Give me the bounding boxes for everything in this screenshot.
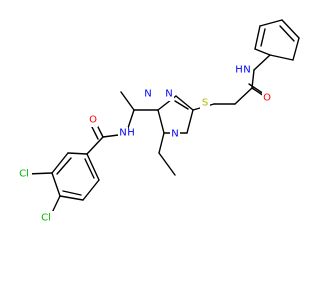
bond — [279, 25, 295, 42]
atom-label-cl2: Cl — [41, 213, 51, 224]
bond — [82, 179, 100, 201]
bond-layer — [26, 19, 300, 218]
bond — [260, 28, 266, 47]
bond — [234, 87, 253, 105]
bond — [174, 100, 189, 110]
bond — [269, 54, 294, 61]
atom-label-n-ring2: N — [165, 89, 172, 100]
bond — [254, 48, 271, 56]
bond — [281, 19, 300, 39]
bond — [86, 153, 100, 181]
bond — [51, 152, 69, 174]
bond — [157, 109, 165, 134]
bond — [158, 152, 176, 176]
bond — [253, 54, 271, 71]
bond — [175, 95, 194, 111]
atom-label-cl1: Cl — [19, 169, 29, 180]
atom-label-n-ring1: N — [144, 89, 151, 100]
atom-label-n-amide1: N — [119, 128, 126, 139]
bond — [51, 172, 61, 197]
atom-label-layer: Cl Cl O N H N N N S O N H — [16, 64, 272, 224]
bond — [86, 136, 104, 155]
bond — [292, 37, 300, 61]
bond — [248, 83, 265, 95]
bond — [84, 158, 95, 179]
bond — [259, 19, 283, 27]
bond — [56, 157, 72, 175]
atom-label-n-amide2: N — [243, 65, 250, 76]
atom-label-n-ring4: N — [171, 129, 178, 140]
atom-label-h-amide2: H — [235, 65, 243, 76]
bond — [158, 132, 165, 154]
atom-label-s1: S — [202, 98, 208, 109]
atom-label-h-amide1: H — [127, 128, 135, 139]
bond — [251, 69, 255, 89]
atom-label-o1: O — [89, 115, 97, 126]
bond — [120, 91, 135, 111]
bond — [186, 109, 194, 134]
bond — [59, 195, 84, 201]
bond — [254, 25, 261, 50]
bond — [62, 190, 82, 196]
molecule-structure: Cl Cl O N H N N N S O N H — [16, 19, 300, 224]
atom-label-o2: O — [263, 93, 271, 104]
bond — [67, 152, 88, 155]
